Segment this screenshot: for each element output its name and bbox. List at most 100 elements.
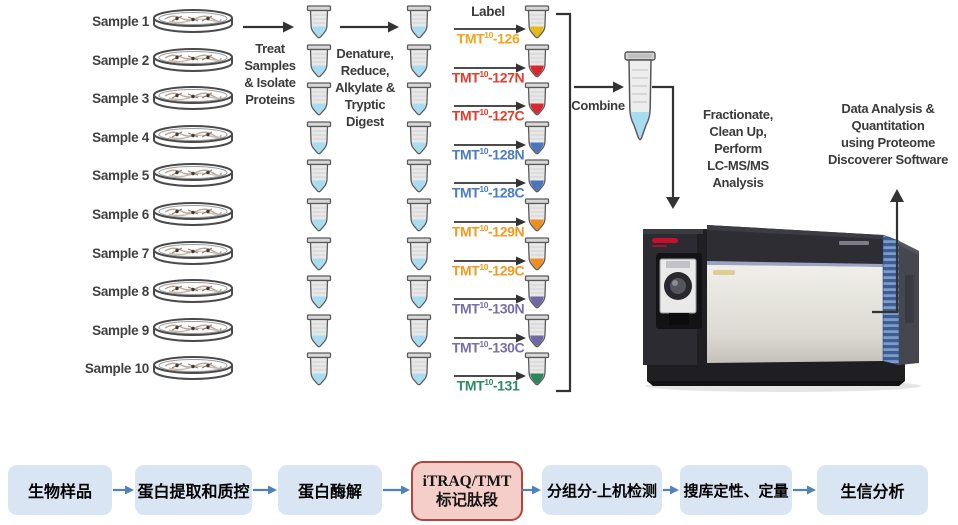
labeled-tube-icon — [524, 82, 550, 119]
petri-dish-icon — [152, 240, 234, 270]
flow-step-label: 标记肽段 — [435, 492, 498, 509]
petri-dish-icon — [152, 201, 234, 231]
labeled-tube-icon — [524, 121, 550, 158]
digested-tube-icon — [406, 5, 432, 42]
workflow-row: Sample 6 TMT10-129N — [0, 198, 958, 240]
sample-tube-icon — [306, 82, 332, 119]
labeled-tube-icon — [524, 314, 550, 351]
workflow-row: Sample 5 TMT10-128C — [0, 159, 958, 201]
petri-dish-icon — [152, 85, 234, 115]
sample-label: Sample 6 — [92, 207, 149, 222]
label-arrow-icon — [454, 21, 526, 34]
sample-tube-icon — [306, 314, 332, 351]
petri-dish-icon — [152, 47, 234, 77]
label-arrow-icon — [454, 175, 526, 188]
labeled-tube-icon — [524, 159, 550, 196]
tmt-tag-label: TMT10-130N — [451, 300, 525, 317]
digested-tube-icon — [406, 275, 432, 312]
sample-label: Sample 1 — [92, 14, 149, 29]
tmt-tag-label: TMT10-131 — [456, 377, 520, 395]
digested-tube-icon — [406, 121, 432, 158]
labeled-tube-icon — [524, 352, 550, 389]
fractionate-note: Fractionate, Clean Up, Perform LC-MS/MS … — [702, 107, 774, 190]
digest-note: Denature, Reduce, Alkylate & Tryptic Dig… — [335, 46, 395, 129]
tmt-labeling-step: TMT10-130C — [440, 314, 536, 355]
flow-step-label: 搜库定性、定量 — [683, 482, 789, 500]
flow-step-fraction-ms-detection: 分组分-上机检测 — [542, 465, 662, 515]
sample-tube-icon — [306, 43, 332, 81]
petri-dish-icon — [152, 8, 234, 38]
tmt-labeling-step: TMT10-128N — [440, 121, 536, 162]
workflow-row: Sample 3 TMT10-127C — [0, 82, 958, 124]
flow-arrow-icon — [253, 485, 277, 495]
tmt-tag-label: TMT10-130C — [451, 338, 525, 356]
tmt-labeling-step: TMT10-129N — [440, 198, 536, 240]
digested-tube-icon — [406, 352, 432, 389]
digested-tube-icon — [406, 236, 432, 274]
thermo-logo-mark — [652, 238, 678, 247]
petri-dish-icon — [152, 124, 234, 154]
flow-step-database-search: 搜库定性、定量 — [680, 465, 792, 515]
treat-samples-note: Treat Samples & Isolate Proteins — [244, 41, 296, 107]
flow-step-label: iTRAQ/TMT — [422, 473, 512, 490]
label-step-title: Label — [471, 4, 505, 19]
tmt-labeling-step: TMT10-126 — [440, 5, 536, 47]
workflow-row: Sample 10 TMT10-131 — [0, 352, 958, 394]
flow-step-label: 生物样品 — [27, 484, 92, 501]
digested-tube-icon — [406, 82, 432, 119]
tmt-labeling-step: TMT10-129C — [440, 237, 536, 278]
flow-step-label: 分组分-上机检测 — [547, 482, 657, 500]
workflow-row: Sample 1 TMT10-126 — [0, 5, 958, 47]
sample-tube-icon — [306, 5, 332, 42]
tmt-labeling-step: TMT10-127N — [440, 44, 536, 85]
data-analysis-note: Data Analysis & Quantitation using Prote… — [827, 101, 949, 167]
sample-tube-icon — [306, 121, 332, 158]
tmt-tag-label: TMT10-129N — [451, 223, 525, 240]
tmt-tag-label: TMT10-129C — [451, 261, 525, 279]
flow-step-protein-digestion: 蛋白酶解 — [278, 465, 382, 515]
flow-step-label: 蛋白提取和质控 — [137, 484, 250, 501]
label-arrow-icon — [454, 214, 526, 227]
sample-label: Sample 7 — [92, 245, 149, 261]
labeled-tube-icon — [524, 5, 550, 42]
workflow-row: Sample 8 TMT10-130N — [0, 275, 958, 317]
tmt-tag-label: TMT10-127C — [451, 107, 525, 124]
petri-dish-icon — [152, 162, 234, 192]
flow-arrow-icon — [113, 485, 134, 495]
flow-step-itraq-tmt-labeling: iTRAQ/TMT 标记肽段 — [411, 461, 523, 521]
tmt-labeling-step: TMT10-128C — [440, 159, 536, 201]
petri-dish-icon — [152, 355, 234, 385]
sample-label: Sample 5 — [92, 168, 149, 184]
sample-tube-icon — [306, 275, 332, 312]
tmt-labeling-step: TMT10-130N — [440, 275, 536, 317]
flow-step-protein-extraction-qc: 蛋白提取和质控 — [135, 465, 252, 515]
workflow-row: Sample 4 TMT10-128N — [0, 121, 958, 162]
digested-tube-icon — [406, 159, 432, 196]
sample-label: Sample 4 — [92, 129, 149, 145]
digested-tube-icon — [406, 314, 432, 351]
labeled-tube-icon — [524, 275, 550, 312]
digested-tube-icon — [406, 198, 432, 235]
label-arrow-icon — [454, 253, 526, 266]
label-arrow-icon — [454, 60, 526, 73]
sample-label: Sample 3 — [92, 91, 149, 107]
label-arrow-icon — [454, 291, 526, 304]
sample-tube-icon — [306, 198, 332, 235]
sample-label: Sample 8 — [92, 284, 149, 300]
workflow-row: Sample 9 TMT10-130C — [0, 314, 958, 355]
sample-label: Sample 9 — [92, 322, 149, 338]
sample-label: Sample 10 — [84, 361, 149, 377]
tmt-tag-label: TMT10-128N — [451, 145, 525, 163]
label-arrow-icon — [454, 98, 526, 111]
label-arrow-icon — [454, 137, 526, 150]
labeled-tube-icon — [524, 198, 550, 235]
flow-step-bioinformatics: 生信分析 — [817, 465, 928, 515]
flow-arrow-icon — [793, 485, 816, 495]
tmt-tag-label: TMT10-127N — [451, 68, 525, 86]
label-arrow-icon — [454, 368, 526, 381]
sample-tube-icon — [306, 352, 332, 389]
label-arrow-icon — [454, 330, 526, 343]
workflow-row: Sample 2 TMT10-127N — [0, 43, 958, 85]
tmt-tag-label: TMT10-128C — [451, 184, 525, 202]
